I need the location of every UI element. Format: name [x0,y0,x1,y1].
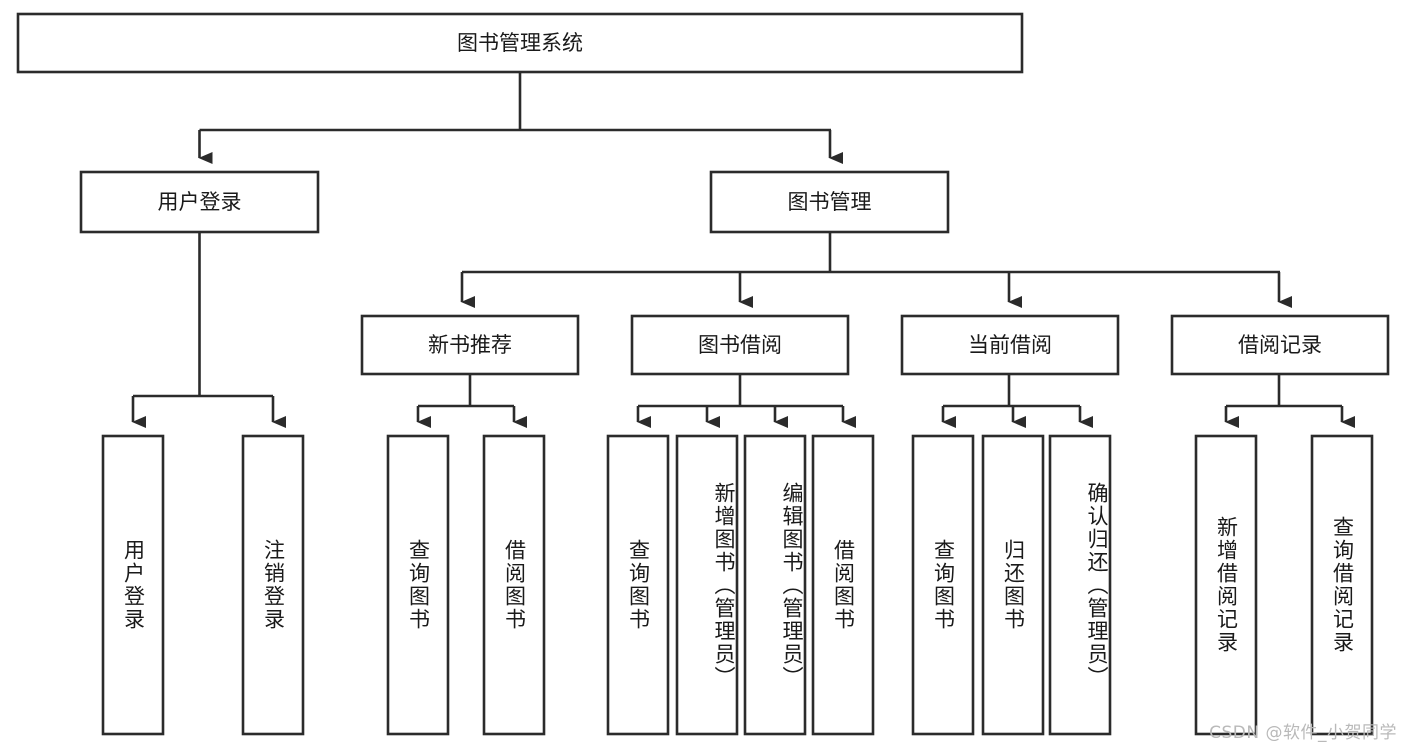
leaf-add-borrow-record[interactable] [1194,434,1258,736]
leaf-query-borrow-record[interactable] [1310,434,1374,736]
node-root-label: 图书管理系统 [457,31,583,55]
leaf-query-book-current[interactable] [911,434,975,736]
node-book-borrow-label: 图书借阅 [698,333,782,357]
leaf-query-book-recommend[interactable] [386,434,450,736]
leaf-user-login[interactable] [101,434,165,736]
leaf-borrow-book-recommend[interactable] [482,434,546,736]
leaf-confirm-return-admin[interactable] [1048,434,1112,736]
node-book-management-label: 图书管理 [788,190,872,214]
node-borrow-record-label: 借阅记录 [1238,333,1322,357]
node-layer: 图书管理系统 用户登录 图书管理 新书推荐 图书借阅 当前 [16,12,1390,736]
node-current-borrow[interactable]: 当前借阅 [900,314,1120,376]
node-book-borrow[interactable]: 图书借阅 [630,314,850,376]
watermark-text: CSDN @软件_小贺同学 [1209,723,1397,743]
node-new-book-recommend-label: 新书推荐 [428,333,512,357]
leaf-layer [101,434,1374,736]
leaf-return-book[interactable] [981,434,1045,736]
leaf-query-book-borrow[interactable] [606,434,670,736]
leaf-edit-book-admin[interactable] [743,434,807,736]
node-root[interactable]: 图书管理系统 [16,12,1024,74]
leaf-borrow-book-borrow[interactable] [811,434,875,736]
leaf-add-book-admin[interactable] [675,434,739,736]
node-new-book-recommend[interactable]: 新书推荐 [360,314,580,376]
node-user-login-label: 用户登录 [158,190,242,214]
node-book-management[interactable]: 图书管理 [709,170,950,234]
node-current-borrow-label: 当前借阅 [968,333,1052,357]
node-user-login[interactable]: 用户登录 [79,170,320,234]
connector-layer [131,72,1355,428]
node-borrow-record[interactable]: 借阅记录 [1170,314,1390,376]
leaf-logout-login[interactable] [241,434,305,736]
